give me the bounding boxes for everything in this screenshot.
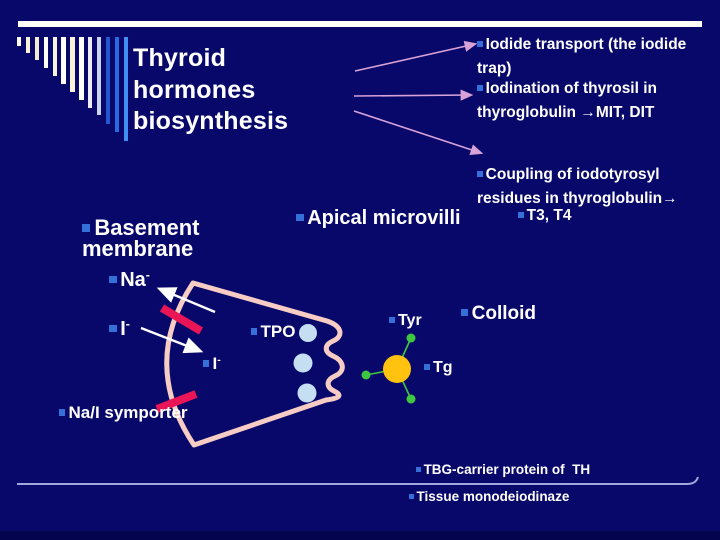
step-text: T3, T4 [526,207,572,224]
iodide-flow-arrow [140,326,204,354]
sodium-flow-arrow [156,287,216,314]
cell-membrane-outline [164,280,345,448]
label-iodide-ion-inside: I- [203,354,221,374]
iodine-dot [406,394,416,404]
label-tyr: Tyr [389,311,422,330]
bullet-square-icon [296,213,304,222]
logo-bar [105,37,111,124]
bullet-square-icon [109,324,117,333]
bullet-square-icon [477,84,483,91]
bullet-square-icon [109,275,117,284]
label-basement-membrane: Basement membrane [82,215,210,261]
bullet-square-icon [477,170,483,177]
logo-bar [43,37,48,68]
label-text: Tissue monodeiodinaze [416,489,570,504]
label-text: Colloid [471,303,537,324]
bullet-square-icon [389,316,396,323]
label-superscript: - [217,354,221,367]
title-line-3: biosynthesis [133,107,289,135]
logo-bar [123,37,128,141]
label-superscript: - [125,317,130,332]
bullet-square-icon [409,494,415,500]
label-apical-microvilli: Apical microvilli [296,206,461,230]
label-text: TPO [260,322,296,341]
vesicle-circle [299,324,317,342]
bullet-square-icon [59,409,66,416]
step-result-t3-t4: T3, T4 [518,207,571,226]
vesicle-circle [293,353,313,373]
logo-bar [70,37,75,92]
iodine-dot [361,370,371,380]
step-text: Coupling of iodotyrosyl residues in thyr… [477,166,678,207]
step-text: Iodination of thyrosil in thyroglobulin … [477,80,658,121]
label-text: Basement membrane [82,215,200,261]
logo-bar [25,37,31,53]
logo-bar [114,37,120,132]
label-sodium-ion: Na- [109,268,150,292]
logo-bars [17,37,133,141]
connector-arrow-iodination [353,89,474,101]
step-text: Iodide transport (the iodide trap) [477,36,687,77]
footer-divider-line [17,476,699,485]
connector-arrow-iodide-transport [354,40,478,72]
label-text: TBG-carrier protein of TH [423,462,591,478]
label-text: Na/I symporter [68,403,188,422]
bullet-square-icon [82,223,91,232]
label-text: Na [120,269,146,291]
thyroglobulin-molecule [383,355,411,383]
step-coupling: Coupling of iodotyrosyl residues in thyr… [477,163,719,211]
label-text: I [212,354,218,373]
bullet-square-icon [203,360,210,367]
bullet-square-icon [424,363,431,370]
slide-bottom-edge [0,531,720,540]
label-text: Tyr [397,312,422,329]
bullet-square-icon [251,328,258,335]
logo-bar [34,37,40,60]
title-line-1: Thyroid [133,44,227,72]
connector-arrow-coupling [353,110,484,156]
label-text: Apical microvilli [307,207,461,229]
title-line-2: hormones [133,75,256,104]
vesicle-circle [297,383,317,403]
logo-bar [97,37,102,115]
label-tg: Tg [424,358,453,377]
bullet-square-icon [416,467,422,473]
title-bar-decoration [18,21,702,27]
logo-bar [52,37,57,76]
label-colloid: Colloid [461,303,536,326]
logo-bar [17,37,22,46]
label-iodide-ion-outside: I- [109,317,130,341]
step-iodination: Iodination of thyrosil in thyroglobulin … [477,77,719,125]
logo-bar [79,37,84,100]
label-tissue-monodeiodinaze: Tissue monodeiodinaze [409,489,569,505]
step-iodide-transport: Iodide transport (the iodide trap) [477,33,719,81]
label-tpo: TPO [251,322,295,342]
label-text: Tg [432,359,453,376]
ion-channel-bar-lower [155,390,198,413]
logo-bar [61,37,66,84]
bullet-square-icon [518,211,524,218]
label-text: I [120,318,126,340]
label-superscript: - [145,268,150,283]
label-na-i-symporter: Na/I symporter [59,403,188,423]
bullet-square-icon [461,309,469,317]
page-title: Thyroid hormones biosynthesis [133,43,288,138]
ion-channel-bar-upper [159,304,204,335]
bullet-square-icon [477,40,483,47]
logo-bar [88,37,93,108]
iodine-dot [406,333,416,343]
label-tbg-carrier: TBG-carrier protein of TH [401,446,590,495]
